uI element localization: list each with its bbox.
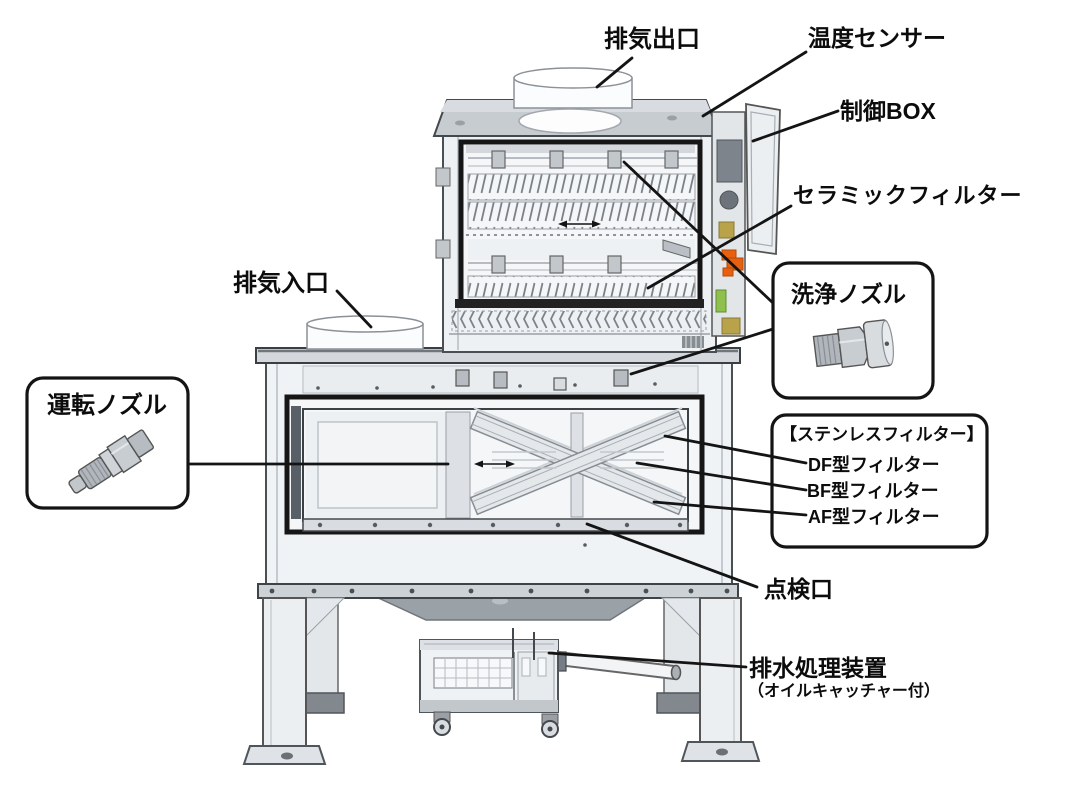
base-frame [257,583,739,599]
lower-rail-nozzle-fittings [455,369,629,391]
callout-box-operation-nozzle [25,376,190,510]
exhaust-inlet-cylinder [306,315,424,350]
leader-exhaust-outlet [595,56,634,89]
leader-control-box [751,109,840,143]
leader-bf-filter [635,461,808,492]
leader-af-filter [652,500,808,517]
upper-wash-nozzles-row2 [491,255,622,274]
upper-wash-nozzles-row1 [491,150,679,169]
leader-exhaust-inlet [335,289,373,329]
leader-lines [188,50,840,669]
stainless-filter-x-assembly [469,407,687,518]
leader-temperature-sensor [701,50,808,118]
label-drain-unit: 排水処理装置 [749,655,887,681]
label-stainless-filter-title: 【ステンレスフィルター】 [780,425,984,444]
leader-drain-unit [547,651,748,669]
ceramic-filter-chamber [458,139,703,305]
front-left-leg [242,597,346,765]
label-operation-nozzle: 運転ノズル [47,392,167,419]
label-df-filter: DF型フィルター [808,455,940,475]
exhaust-outlet-cylinder [513,67,633,134]
leader-df-filter [663,434,808,465]
leader-inspection-port [585,522,759,589]
drain-treatment-cart [419,628,682,738]
leader-washing-nozzle-lower [629,327,775,376]
stainless-leaders [635,434,808,517]
label-bf-filter: BF型フィルター [807,481,939,501]
label-inspection-port: 点検口 [764,576,833,602]
label-exhaust-outlet: 排気出口 [604,26,700,53]
label-af-filter: AF型フィルター [808,507,940,527]
leader-ceramic-filter [646,204,793,290]
label-drain-unit-note: （オイルキャッチャー付） [748,683,940,700]
leader-washing-nozzle-upper [622,160,775,305]
label-temperature-sensor: 温度センサー [808,25,946,51]
flow-arrows [474,220,601,468]
label-washing-nozzle: 洗浄ノズル [791,281,906,307]
front-right-leg [660,597,761,762]
label-ceramic-filter: セラミックフィルター [793,183,1023,208]
oil-catcher-tray [433,657,513,689]
label-exhaust-inlet: 排気入口 [233,270,329,297]
label-control-box: 制御BOX [840,98,936,124]
lower-door-frame [284,394,705,535]
upper-unit [432,67,722,353]
operation-nozzle-photo [68,429,154,494]
callout-box-stainless-filter [770,413,989,549]
orange-valve [721,249,744,277]
washing-nozzle-photo [812,319,894,369]
